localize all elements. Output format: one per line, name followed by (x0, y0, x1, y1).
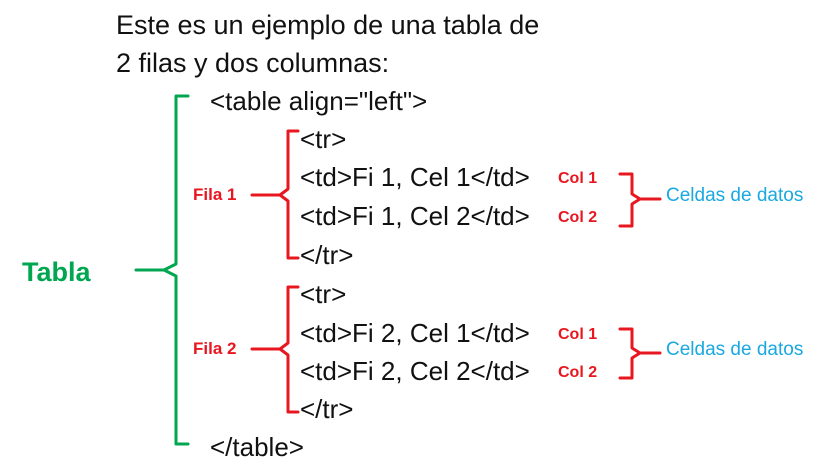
row2-brace (278, 285, 300, 414)
row1-cell1: <td>Fi 1, Cel 1</td> (300, 162, 530, 192)
row2-col1-label: Col 1 (558, 326, 598, 343)
row2-tr-close: </tr> (300, 394, 354, 424)
table-brace (162, 94, 190, 446)
row1-cell2: <td>Fi 1, Cel 2</td> (300, 201, 530, 231)
title-line-1: Este es un ejemplo de una tabla de (116, 10, 540, 40)
row1-brace (278, 129, 300, 260)
celdas-label-row2: Celdas de datos (666, 339, 804, 360)
row2-col2-label: Col 2 (558, 364, 598, 381)
row2-cell1: <td>Fi 2, Cel 1</td> (300, 318, 530, 348)
title-line-2: 2 filas y dos columnas: (116, 48, 390, 78)
table-open-tag: <table align="left"> (210, 86, 428, 116)
row1-col1-label: Col 1 (558, 170, 598, 187)
tabla-label: Tabla (22, 257, 91, 287)
fila1-label: Fila 1 (193, 185, 237, 204)
row1-tr-close: </tr> (300, 240, 354, 270)
row1-tr-open: <tr> (300, 124, 347, 154)
fila2-label: Fila 2 (193, 339, 237, 358)
row2-cell2: <td>Fi 2, Cel 2</td> (300, 356, 530, 386)
row1-col2-label: Col 2 (558, 209, 598, 226)
row2-cells-brace (618, 327, 642, 380)
table-close-tag: </table> (210, 432, 304, 462)
row1-cells-brace (618, 172, 642, 228)
row2-tr-open: <tr> (300, 279, 347, 309)
celdas-label-row1: Celdas de datos (666, 185, 804, 206)
